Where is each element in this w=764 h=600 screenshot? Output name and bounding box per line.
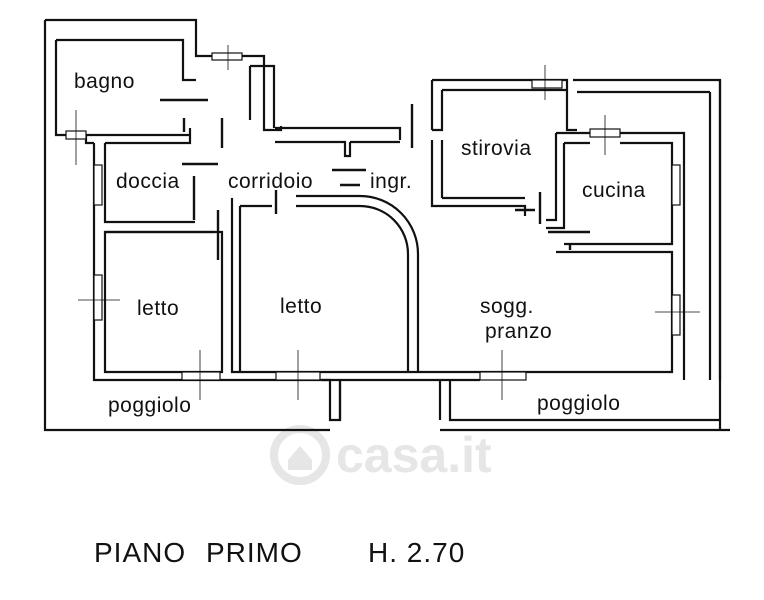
- room-label-cucina: cucina: [582, 179, 646, 202]
- walls: [43, 18, 730, 432]
- footer-floor: PIANO: [94, 537, 186, 568]
- room-label-stirovia: stirovia: [461, 137, 532, 160]
- footer-height: H. 2.70: [368, 537, 465, 568]
- watermark: casa.it: [270, 425, 492, 485]
- axis-marks: [75, 45, 700, 400]
- room-label-letto-left: letto: [137, 297, 179, 320]
- room-label-soggiorno: sogg.: [480, 295, 534, 318]
- door-marks: [160, 98, 590, 260]
- room-label-bagno: bagno: [74, 70, 135, 93]
- room-label-poggiolo-right: poggiolo: [537, 392, 620, 415]
- room-label-corridoio: corridoio: [228, 170, 313, 193]
- room-label-poggiolo-left: poggiolo: [108, 394, 191, 417]
- watermark-text: casa.it: [336, 427, 492, 483]
- footer-level: PRIMO: [206, 537, 303, 568]
- windows: [65, 52, 681, 381]
- room-label-letto-center: letto: [280, 295, 322, 318]
- room-label-pranzo: pranzo: [485, 320, 552, 343]
- room-label-ingresso: ingr.: [370, 170, 412, 193]
- room-label-doccia: doccia: [116, 170, 180, 193]
